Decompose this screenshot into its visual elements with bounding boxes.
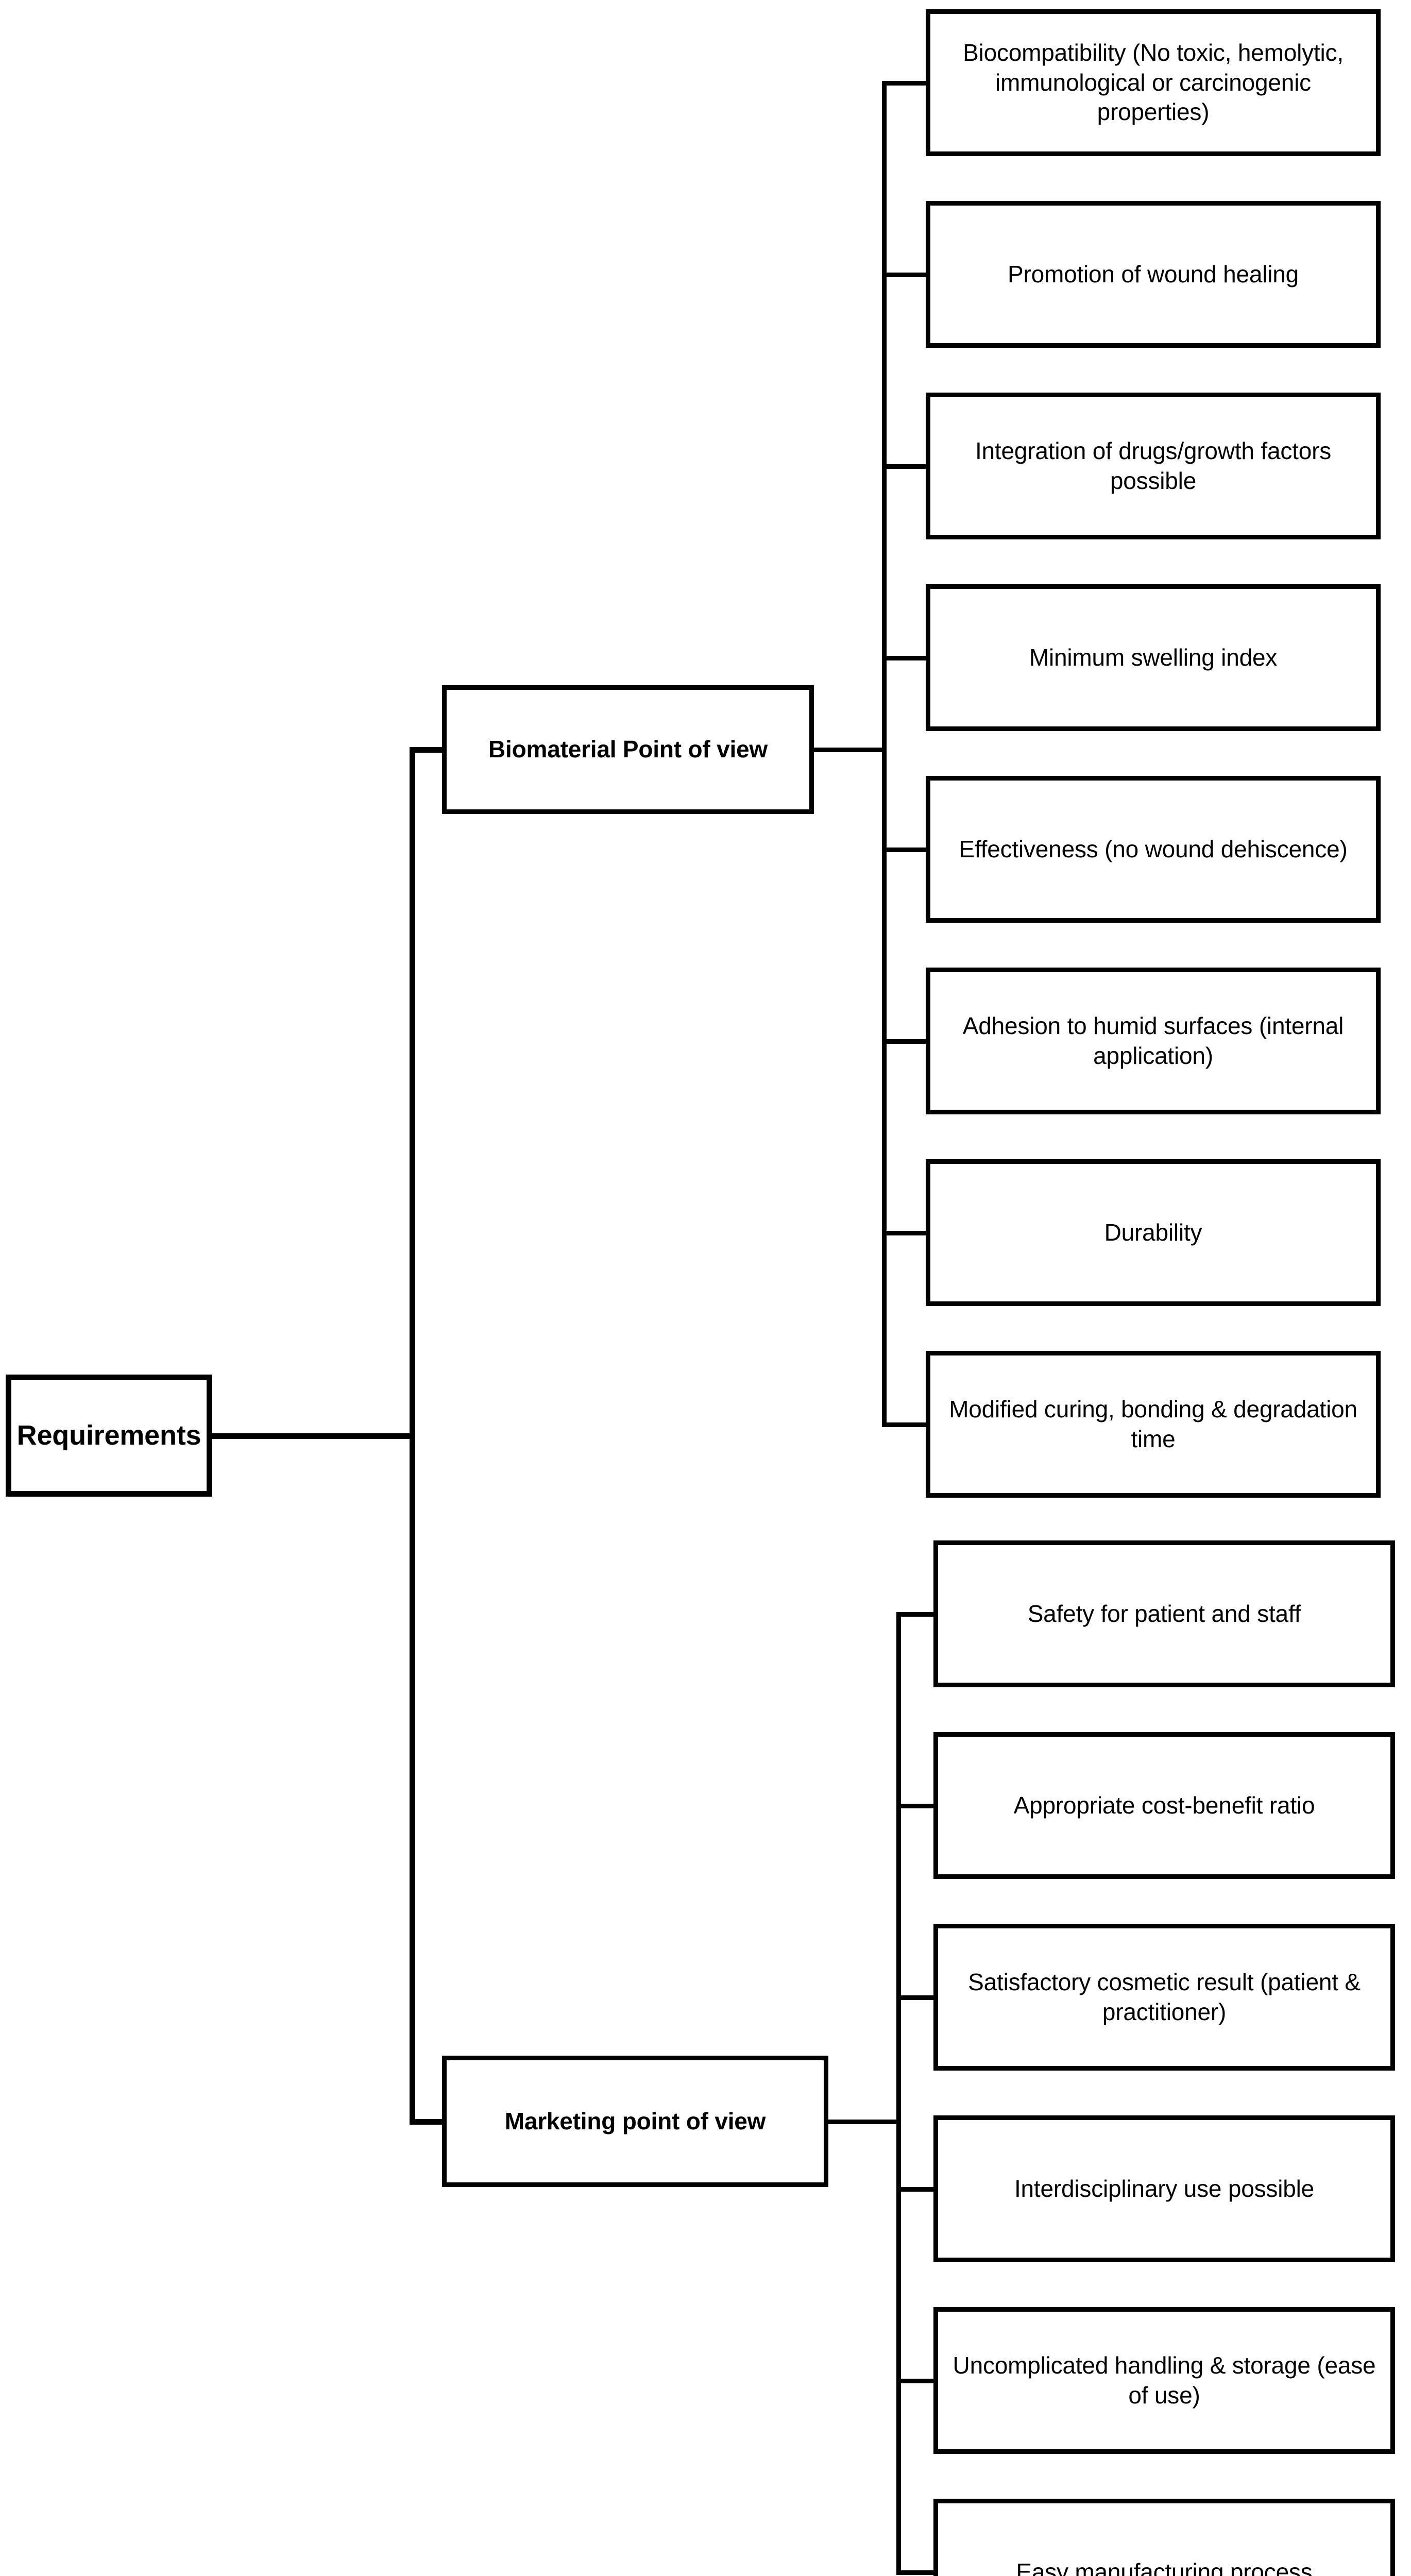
leaf-connector xyxy=(896,1995,938,2000)
leaf-node[interactable]: Durability xyxy=(926,1159,1381,1306)
root-connector-to-biomaterial xyxy=(410,747,448,753)
leaf-node[interactable]: Satisfactory cosmetic result (patient & … xyxy=(933,1924,1395,2071)
leaf-connector xyxy=(882,847,930,852)
branch-node-biomaterial-label: Biomaterial Point of view xyxy=(488,736,768,763)
leaf-node-label: Safety for patient and staff xyxy=(1027,1600,1301,1627)
leaf-connector xyxy=(896,2187,938,2192)
leaf-node-label: Easy manufacturing process xyxy=(1016,2558,1313,2576)
root-connector-to-marketing xyxy=(410,2119,448,2125)
leaf-node-label: Appropriate cost-benefit ratio xyxy=(1013,1791,1315,1819)
leaf-node-label: Minimum swelling index xyxy=(1029,643,1278,671)
root-node-requirements[interactable]: Requirements xyxy=(6,1375,212,1497)
leaf-connector xyxy=(882,1422,930,1427)
leaf-node-label: Interdisciplinary use possible xyxy=(1014,2175,1315,2202)
branch-node-marketing[interactable]: Marketing point of view xyxy=(442,2056,828,2187)
leaf-node[interactable]: Effectiveness (no wound dehiscence) xyxy=(926,776,1381,923)
branch-connector-biomaterial xyxy=(814,748,887,752)
leaf-node[interactable]: Safety for patient and staff xyxy=(933,1540,1395,1687)
leaf-connector xyxy=(882,1230,930,1235)
leaf-node-label: Promotion of wound healing xyxy=(1007,260,1299,287)
branch-node-biomaterial[interactable]: Biomaterial Point of view xyxy=(442,685,814,814)
leaf-node[interactable]: Adhesion to humid surfaces (internal app… xyxy=(926,968,1381,1114)
leaf-connector xyxy=(896,1803,938,1808)
leaf-connector xyxy=(882,80,930,86)
leaf-connector xyxy=(896,1612,938,1617)
leaf-node[interactable]: Modified curing, bonding & degradation t… xyxy=(926,1351,1381,1498)
leaf-node[interactable]: Easy manufacturing process xyxy=(933,2499,1395,2576)
branch-connector-marketing xyxy=(828,2119,901,2124)
branch-spine-marketing xyxy=(896,1612,901,2575)
branch-spine-biomaterial xyxy=(882,80,887,1427)
leaf-node-label: Modified curing, bonding & degradation t… xyxy=(949,1395,1357,1452)
leaf-node-label: Adhesion to humid surfaces (internal app… xyxy=(962,1012,1344,1069)
leaf-node-label: Biocompatibility (No toxic, hemolytic, i… xyxy=(963,39,1344,126)
leaf-connector xyxy=(896,2570,938,2575)
root-connector-spine xyxy=(410,747,415,2125)
leaf-node-label: Uncomplicated handling & storage (ease o… xyxy=(953,2351,1376,2409)
leaf-connector xyxy=(896,2378,938,2383)
leaf-node[interactable]: Interdisciplinary use possible xyxy=(933,2115,1395,2262)
leaf-node[interactable]: Integration of drugs/growth factors poss… xyxy=(926,393,1381,539)
leaf-node[interactable]: Promotion of wound healing xyxy=(926,201,1381,348)
leaf-node-label: Durability xyxy=(1104,1218,1202,1246)
root-connector-stub xyxy=(212,1433,415,1439)
leaf-node[interactable]: Minimum swelling index xyxy=(926,584,1381,731)
leaf-connector xyxy=(882,1039,930,1044)
leaf-node-label: Effectiveness (no wound dehiscence) xyxy=(959,835,1348,862)
root-node-label: Requirements xyxy=(16,1420,201,1451)
leaf-node[interactable]: Uncomplicated handling & storage (ease o… xyxy=(933,2307,1395,2454)
leaf-node-label: Integration of drugs/growth factors poss… xyxy=(975,437,1332,494)
leaf-connector xyxy=(882,655,930,660)
leaf-connector xyxy=(882,272,930,277)
leaf-node[interactable]: Appropriate cost-benefit ratio xyxy=(933,1732,1395,1879)
leaf-node-label: Satisfactory cosmetic result (patient & … xyxy=(968,1968,1361,2025)
branch-node-marketing-label: Marketing point of view xyxy=(504,2107,766,2134)
leaf-connector xyxy=(882,464,930,469)
leaf-node[interactable]: Biocompatibility (No toxic, hemolytic, i… xyxy=(926,9,1381,156)
